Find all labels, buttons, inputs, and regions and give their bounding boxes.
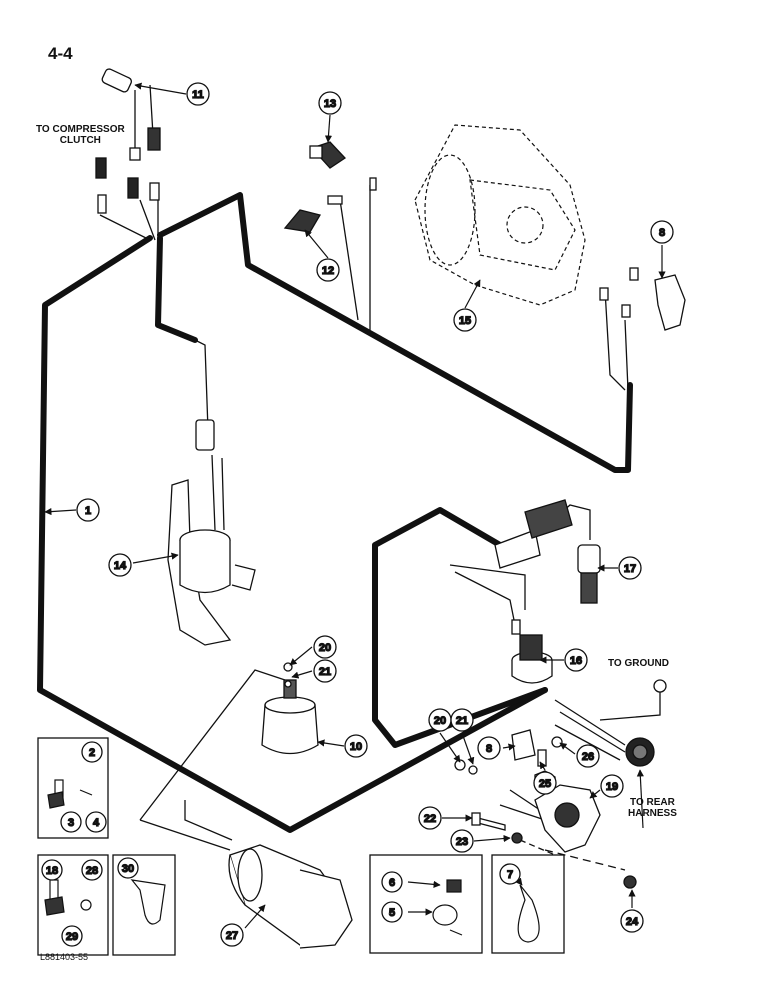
callout-29: 29 [61, 925, 83, 947]
svg-text:28: 28 [86, 865, 98, 877]
label-to-compressor-clutch: TO COMPRESSOR CLUTCH [36, 124, 125, 146]
label-to-ground: TO GROUND [608, 658, 669, 669]
svg-text:29: 29 [66, 931, 78, 943]
svg-text:18: 18 [46, 865, 58, 877]
svg-text:26: 26 [582, 751, 594, 763]
callout-23: 23 [450, 829, 474, 853]
svg-text:12: 12 [322, 265, 334, 277]
svg-text:2: 2 [89, 747, 95, 759]
callout-12: 12 [316, 258, 340, 282]
svg-text:5: 5 [389, 907, 395, 919]
leader-lines [44, 82, 666, 929]
svg-text:6: 6 [389, 877, 395, 889]
svg-text:10: 10 [350, 741, 362, 753]
svg-text:23: 23 [456, 836, 468, 848]
sensor-12 [283, 177, 377, 233]
callout-21-top: 21 [313, 659, 337, 683]
svg-text:30: 30 [122, 863, 134, 875]
svg-text:7: 7 [507, 869, 513, 881]
callout-3: 3 [60, 811, 82, 833]
callout-8-bottom: 8 [477, 736, 501, 760]
page-number: 4-4 [48, 44, 73, 63]
svg-text:16: 16 [570, 655, 582, 667]
connectors-compressor [95, 157, 160, 214]
callout-13: 13 [318, 91, 342, 115]
callout-19: 19 [600, 774, 624, 798]
callout-17: 17 [618, 556, 642, 580]
callout-11: 11 [186, 82, 210, 106]
svg-text:14: 14 [114, 560, 127, 572]
callout-8-top: 8 [650, 220, 674, 244]
svg-text:25: 25 [539, 778, 551, 790]
callout-28: 28 [81, 859, 103, 881]
callout-7: 7 [499, 863, 521, 885]
svg-text:13: 13 [324, 98, 336, 110]
switch-16 [511, 619, 553, 684]
svg-text:1: 1 [85, 505, 91, 517]
callout-10: 10 [344, 734, 368, 758]
svg-text:24: 24 [626, 916, 639, 928]
callout-16: 16 [564, 648, 588, 672]
fasteners [471, 812, 637, 889]
callout-22: 22 [418, 806, 442, 830]
connector-plugs [494, 499, 573, 569]
svg-text:20: 20 [319, 642, 331, 654]
callout-5: 5 [381, 901, 403, 923]
callout-20-top: 20 [313, 635, 337, 659]
callout-1: 1 [76, 498, 100, 522]
callout-4: 4 [85, 811, 107, 833]
coil-bracket-14 [167, 419, 256, 646]
svg-text:17: 17 [624, 563, 636, 575]
svg-text:15: 15 [459, 315, 471, 327]
svg-text:21: 21 [319, 666, 331, 678]
callout-25: 25 [533, 771, 557, 795]
callout-18: 18 [41, 859, 63, 881]
callout-14: 14 [108, 553, 132, 577]
inset-parts [44, 779, 540, 943]
figure-code: L881403-55 [40, 952, 89, 962]
svg-text:22: 22 [424, 813, 436, 825]
alternator-15 [414, 124, 586, 306]
callout-27: 27 [220, 923, 244, 947]
callout-20-bottom: 20 [428, 708, 452, 732]
svg-text:21: 21 [456, 715, 468, 727]
callout-2: 2 [81, 741, 103, 763]
callout-26: 26 [576, 744, 600, 768]
svg-text:27: 27 [226, 930, 238, 942]
svg-text:3: 3 [68, 817, 74, 829]
callout-15: 15 [453, 308, 477, 332]
relay-10 [261, 662, 319, 755]
sensor-13 [309, 141, 346, 169]
main-harness [37, 192, 633, 833]
callout-30: 30 [117, 857, 139, 879]
terminal-boot-8-top [599, 267, 686, 331]
starter-motor-27 [228, 844, 353, 949]
pressure-switch-11 [101, 68, 161, 161]
svg-text:20: 20 [434, 715, 446, 727]
svg-text:11: 11 [192, 89, 204, 101]
svg-text:4: 4 [93, 817, 100, 829]
callout-21-bottom: 21 [450, 708, 474, 732]
label-to-rear-harness: TO REAR HARNESS [628, 797, 677, 819]
callout-24: 24 [620, 909, 644, 933]
socket-19 [534, 679, 667, 853]
inset-boxes [37, 737, 565, 956]
thin-wires [99, 84, 661, 871]
svg-text:8: 8 [486, 743, 492, 755]
callouts: 1 2 3 4 5 6 7 8 8 10 11 12 13 14 15 16 1… [41, 82, 674, 947]
svg-text:8: 8 [659, 227, 665, 239]
svg-text:19: 19 [606, 781, 618, 793]
sender-17 [577, 544, 601, 604]
callout-6: 6 [381, 871, 403, 893]
